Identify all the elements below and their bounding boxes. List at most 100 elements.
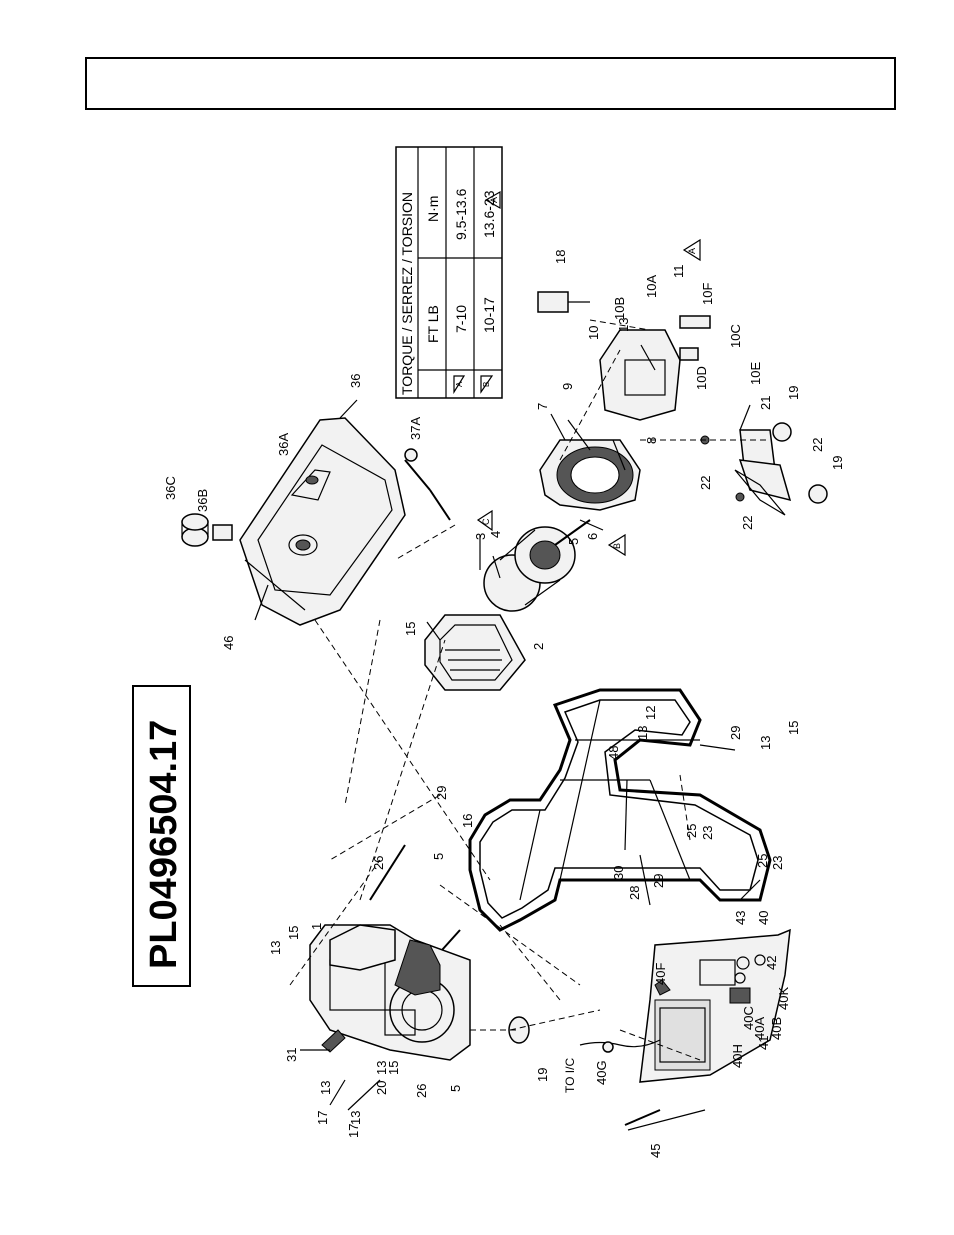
label-1: 1 (309, 923, 324, 930)
torque-row-b-symbol: B (482, 382, 491, 387)
frame (468, 688, 772, 932)
label-22c: 22 (740, 516, 755, 530)
vibration-mounts (700, 422, 828, 516)
torque-markers: C B A A (476, 190, 701, 557)
label-41: 41 (756, 1036, 771, 1050)
torque-row-a-symbol: A (455, 381, 464, 387)
label-10c: 10C (728, 324, 743, 348)
marker-b: B (612, 543, 622, 549)
label-19b: 19 (786, 386, 801, 400)
label-36c: 36C (163, 476, 178, 500)
label-36a: 36A (276, 433, 291, 456)
label-17b: 17 (346, 1124, 361, 1138)
label-28: 28 (627, 886, 642, 900)
brush-holder (537, 291, 590, 313)
outlet-cord (579, 1039, 661, 1053)
label-40a: 40A (752, 1017, 767, 1040)
stator (539, 439, 641, 511)
label-45: 45 (648, 1144, 663, 1158)
label-37a: 37A (408, 417, 423, 440)
capacitor (679, 315, 711, 361)
header-box (85, 57, 896, 110)
marker-c: C (481, 518, 491, 525)
vibration-mount-front (508, 1016, 530, 1044)
label-29b: 29 (651, 874, 666, 888)
label-10d: 10D (694, 366, 709, 390)
torque-table-row-c (473, 146, 503, 399)
label-13b: 13 (318, 1081, 333, 1095)
label-10e: 10E (748, 362, 763, 385)
label-30: 30 (611, 866, 626, 880)
label-12: 12 (643, 706, 658, 720)
label-2: 2 (531, 643, 546, 650)
fan-housing (424, 614, 526, 691)
label-19a: 19 (535, 1068, 550, 1082)
marker-a1: A (687, 248, 697, 254)
label-29c: 29 (728, 726, 743, 740)
label-9: 9 (560, 383, 575, 390)
label-13c: 13 (374, 1061, 389, 1075)
label-5a: 5 (566, 538, 581, 545)
label-22a: 22 (698, 476, 713, 490)
label-40h: 40H (730, 1044, 745, 1068)
label-5c: 5 (448, 1085, 463, 1092)
muffler (329, 924, 396, 971)
drawing-number: PL0496504.17 (143, 720, 185, 969)
label-40: 40 (756, 911, 771, 925)
label-15d: 15 (786, 721, 801, 735)
marker-a2: A (489, 197, 499, 203)
label-8: 8 (644, 437, 659, 444)
label-10: 10 (586, 326, 601, 340)
torque-row-b-nm: 13.6-23 (481, 190, 497, 238)
label-15b: 15 (403, 622, 418, 636)
label-26a: 26 (371, 856, 386, 870)
label-22b: 22 (810, 438, 825, 452)
label-40g: 40G (594, 1060, 609, 1085)
label-40k: 40K (776, 987, 791, 1010)
label-16: 16 (460, 814, 475, 828)
label-15a: 15 (286, 926, 301, 940)
label-26b: 26 (414, 1084, 429, 1098)
label-40c: 40C (741, 1006, 756, 1030)
label-48: 48 (606, 746, 621, 760)
torque-col-ftlb: FT LB (425, 305, 441, 343)
label-15c: 15 (386, 1061, 401, 1075)
label-10b: 10B (612, 297, 627, 320)
control-box-bracket (654, 979, 671, 996)
label-36b: 36B (195, 489, 210, 512)
torque-row-a-ftlb: 7-10 (453, 305, 469, 333)
spark-plug (321, 1029, 346, 1053)
fuel-cap (181, 513, 209, 547)
torque-col-nm: N·m (425, 196, 441, 222)
label-40b: 40B (769, 1017, 784, 1040)
label-13g: 13 (616, 318, 631, 332)
label-23b: 23 (770, 856, 785, 870)
leader-lines (254, 344, 761, 1131)
label-23a: 23 (700, 826, 715, 840)
end-bell (599, 329, 681, 421)
label-to-ic: TO I/C (563, 1058, 577, 1093)
label-4: 4 (488, 531, 503, 538)
label-25b: 25 (755, 854, 770, 868)
fuel-valve (404, 448, 451, 521)
torque-table: TORQUE / SERREZ / TORSION FT LB N·m A 7-… (395, 146, 503, 399)
label-36: 36 (348, 374, 363, 388)
label-7: 7 (535, 403, 550, 410)
part-labels: 1 2 3 4 5 5 5 6 7 8 9 10 10A 10B 10C 10D… (163, 250, 845, 1158)
label-42: 42 (764, 956, 779, 970)
label-10f: 10F (700, 283, 715, 305)
assembly-lines (289, 319, 770, 1061)
label-17a: 17 (315, 1111, 330, 1125)
label-11: 11 (671, 265, 686, 279)
label-29a: 29 (434, 786, 449, 800)
label-40f: 40F (653, 963, 668, 985)
label-46: 46 (221, 636, 236, 650)
label-31: 31 (284, 1048, 299, 1062)
label-5b: 5 (431, 853, 446, 860)
label-43: 43 (733, 911, 748, 925)
label-13e: 13 (635, 726, 650, 740)
rotor (483, 519, 591, 612)
label-3: 3 (473, 533, 488, 540)
torque-row-a-nm: 9.5-13.6 (453, 188, 469, 240)
